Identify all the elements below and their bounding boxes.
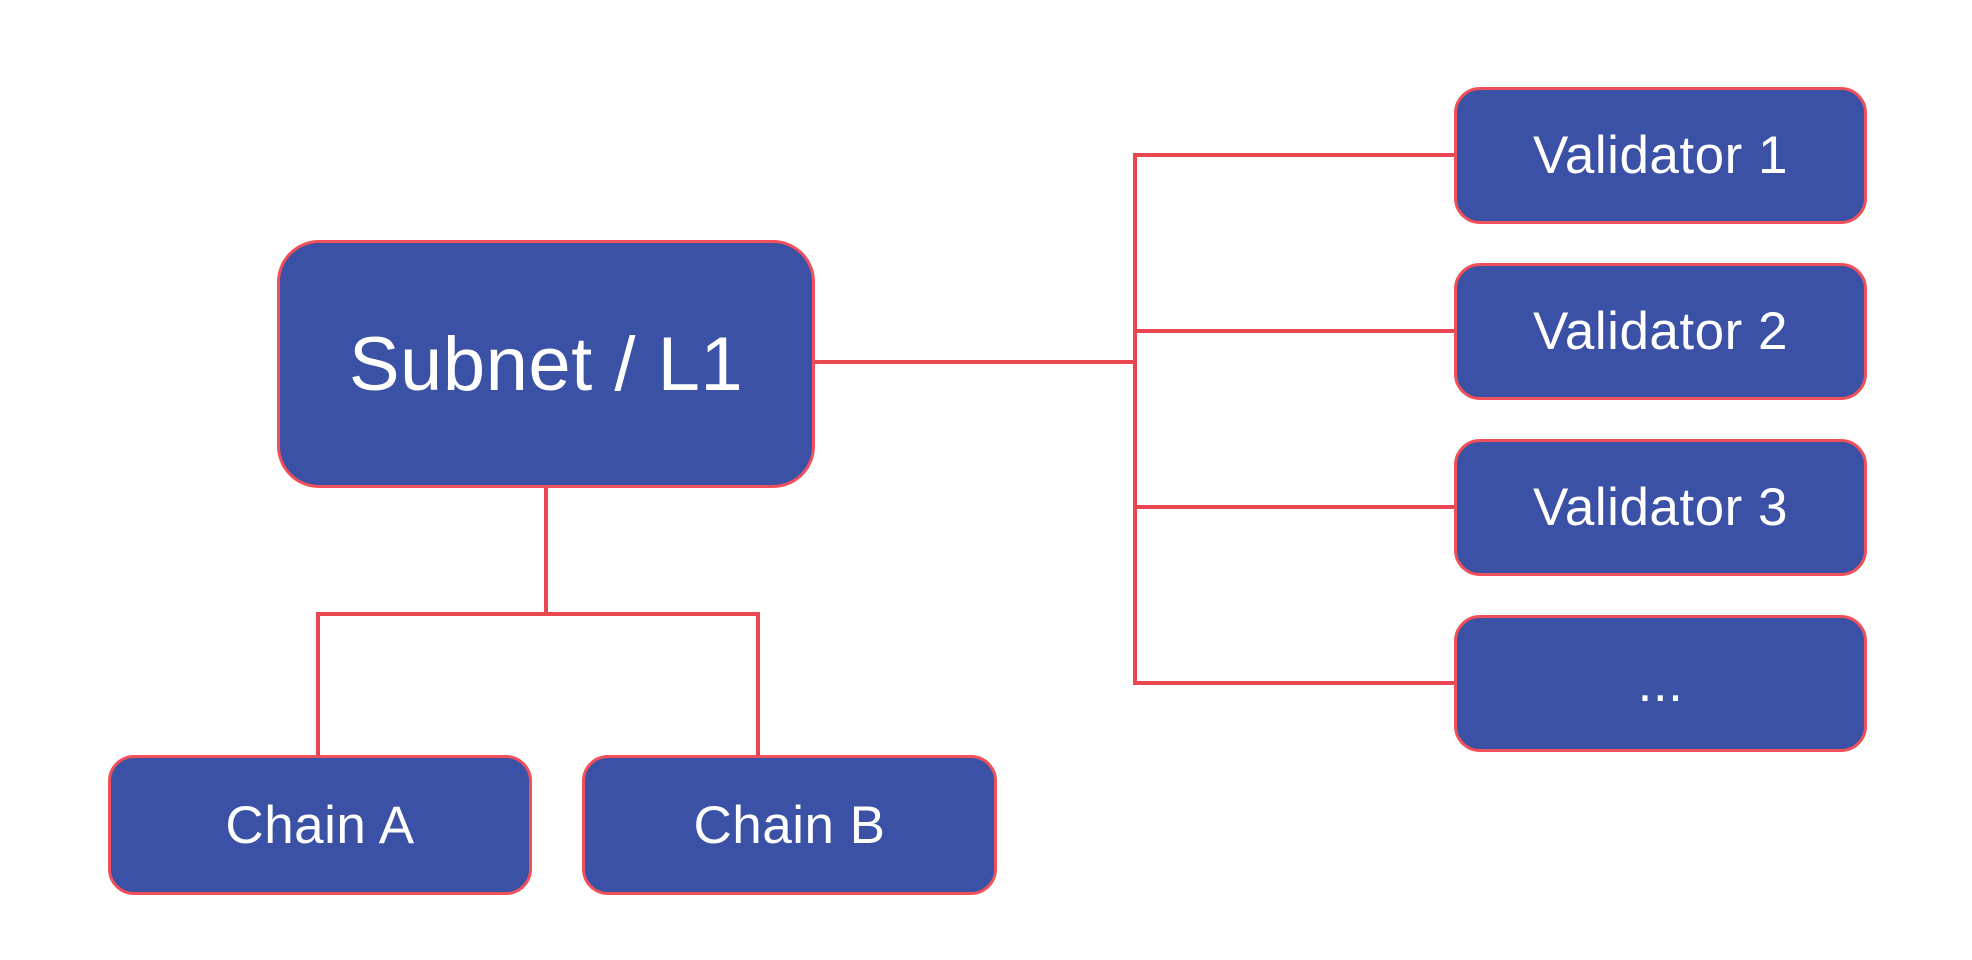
node-validator-2-label: Validator 2 bbox=[1533, 302, 1788, 361]
node-validator-1: Validator 1 bbox=[1454, 87, 1867, 224]
connector-chains-tbar bbox=[316, 612, 760, 616]
connector-validator-trunk bbox=[1133, 153, 1137, 685]
node-validator-1-label: Validator 1 bbox=[1533, 126, 1788, 185]
node-validator-more: ... bbox=[1454, 615, 1867, 752]
connector-drop-chain-a bbox=[316, 612, 320, 755]
node-validator-2: Validator 2 bbox=[1454, 263, 1867, 400]
node-chain-b: Chain B bbox=[582, 755, 997, 895]
connector-trunk-to-validator-2 bbox=[1133, 329, 1454, 333]
node-chain-a: Chain A bbox=[108, 755, 532, 895]
connector-drop-chain-b bbox=[756, 612, 760, 755]
node-subnet-l1: Subnet / L1 bbox=[277, 240, 815, 488]
node-chain-b-label: Chain B bbox=[693, 795, 886, 855]
connector-subnet-down bbox=[544, 488, 548, 616]
connector-trunk-to-validator-1 bbox=[1133, 153, 1454, 157]
connector-trunk-to-validator-more bbox=[1133, 681, 1454, 685]
node-validator-more-label: ... bbox=[1637, 654, 1684, 713]
node-subnet-l1-label: Subnet / L1 bbox=[348, 321, 744, 407]
node-chain-a-label: Chain A bbox=[225, 795, 415, 855]
connector-trunk-to-validator-3 bbox=[1133, 505, 1454, 509]
connector-subnet-to-trunk bbox=[815, 360, 1137, 364]
node-validator-3-label: Validator 3 bbox=[1533, 478, 1788, 537]
node-validator-3: Validator 3 bbox=[1454, 439, 1867, 576]
